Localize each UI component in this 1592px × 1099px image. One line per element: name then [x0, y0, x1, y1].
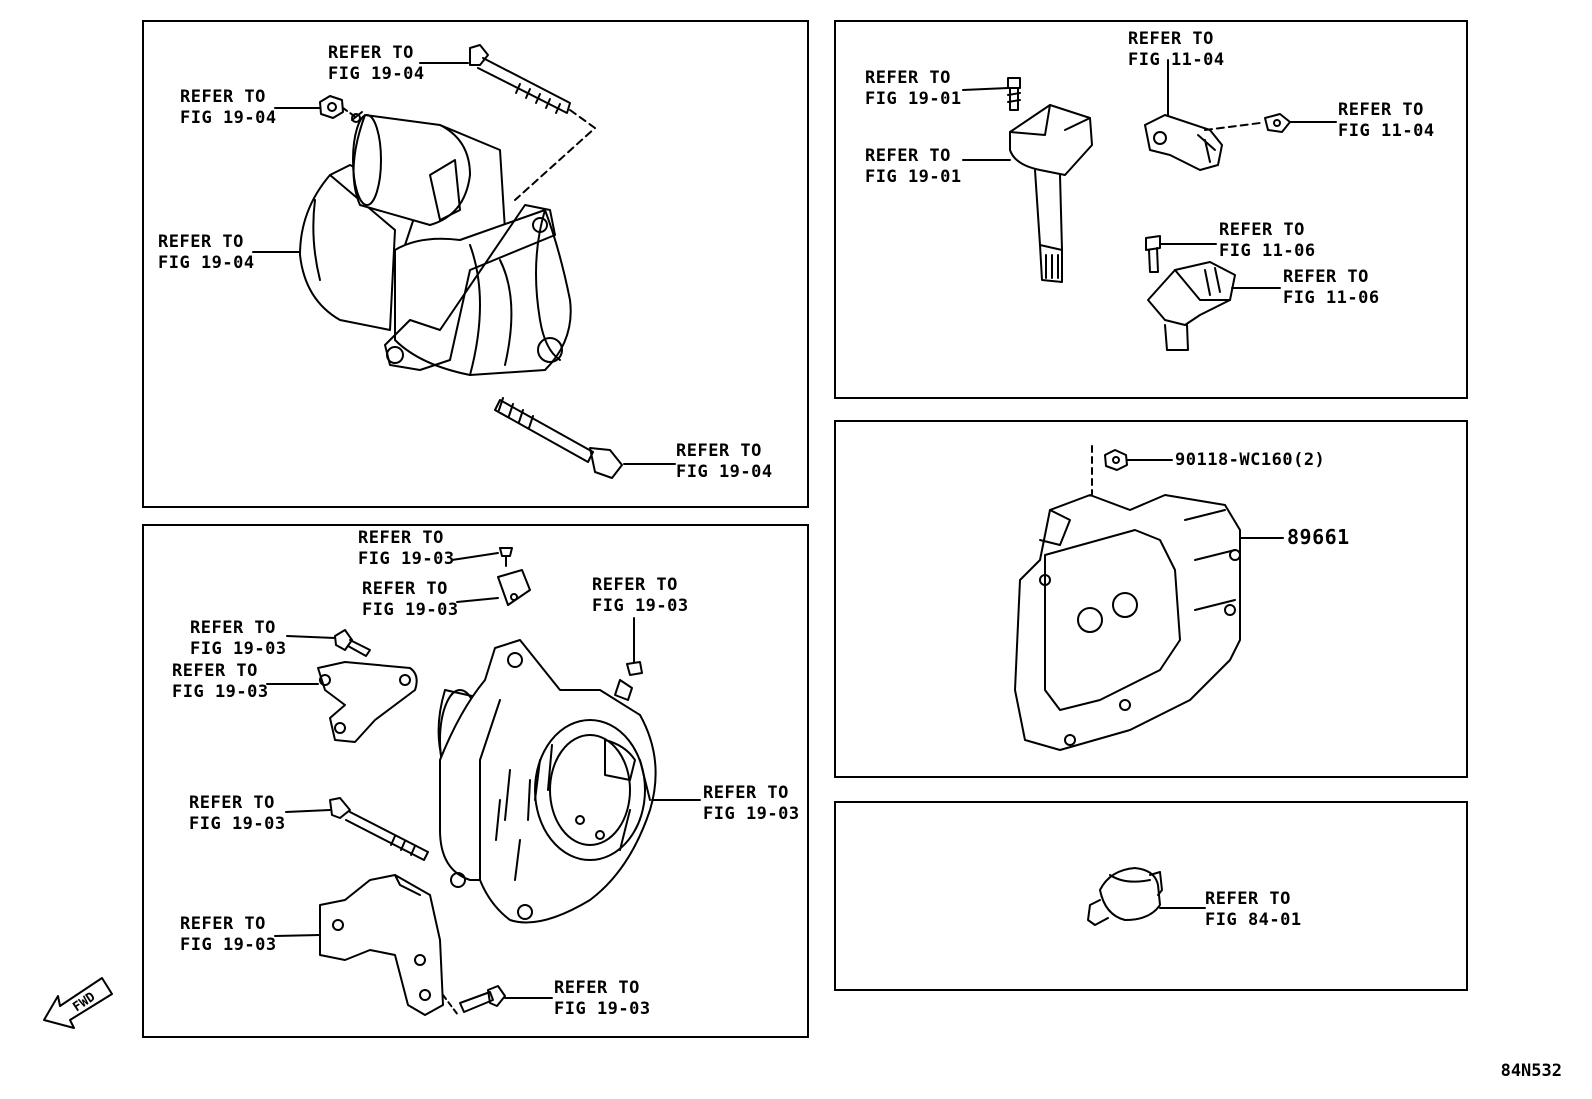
callout-line1: REFER TO: [592, 575, 678, 595]
ecu-panel: [834, 420, 1468, 778]
callout-line2: FIG 11-04: [1128, 50, 1225, 70]
callout-starter-motor: REFER TO FIG 19-04: [158, 232, 255, 274]
callout-coil: REFER TO FIG 19-01: [865, 146, 962, 188]
callout-line1: REFER TO: [190, 618, 276, 638]
callout-line1: REFER TO: [865, 146, 951, 166]
callout-line1: REFER TO: [554, 978, 640, 998]
callout-line2: FIG 19-04: [180, 108, 277, 128]
callout-line2: FIG 11-04: [1338, 121, 1435, 141]
callout-oil-switch: REFER TO FIG 84-01: [1205, 889, 1302, 931]
callout-line2: FIG 84-01: [1205, 910, 1302, 930]
callout-line1: REFER TO: [180, 87, 266, 107]
callout-line2: FIG 19-03: [172, 682, 269, 702]
callout-line2: FIG 19-04: [158, 253, 255, 273]
callout-line1: REFER TO: [1338, 100, 1424, 120]
callout-line1: REFER TO: [362, 579, 448, 599]
callout-line1: REFER TO: [1128, 29, 1214, 49]
callout-line2: FIG 19-03: [362, 600, 459, 620]
part-number-ecu[interactable]: 89661: [1287, 525, 1350, 549]
fwd-arrow: FWD: [40, 968, 118, 1030]
callout-line1: REFER TO: [865, 68, 951, 88]
callout-alt-plate: REFER TO FIG 19-03: [362, 579, 459, 621]
callout-line1: REFER TO: [189, 793, 275, 813]
callout-line1: REFER TO: [158, 232, 244, 252]
ignition-panel: [834, 20, 1468, 399]
callout-alt-lower-bolt: REFER TO FIG 19-03: [554, 978, 651, 1020]
callout-line2: FIG 19-03: [703, 804, 800, 824]
callout-line1: REFER TO: [676, 441, 762, 461]
callout-cam-sensor: REFER TO FIG 11-04: [1128, 29, 1225, 71]
alternator-panel: [142, 524, 809, 1038]
callout-coil-bolt: REFER TO FIG 19-01: [865, 68, 962, 110]
callout-line2: FIG 19-01: [865, 167, 962, 187]
callout-alt-bracket-bolt: REFER TO FIG 19-03: [190, 618, 287, 660]
callout-line2: FIG 19-01: [865, 89, 962, 109]
callout-alt-bracket: REFER TO FIG 19-03: [172, 661, 269, 703]
callout-crank-sensor: REFER TO FIG 11-06: [1283, 267, 1380, 309]
callout-line2: FIG 11-06: [1283, 288, 1380, 308]
callout-line2: FIG 19-04: [676, 462, 773, 482]
callout-line1: REFER TO: [358, 528, 444, 548]
callout-cam-bolt: REFER TO FIG 11-04: [1338, 100, 1435, 142]
callout-line2: FIG 19-03: [554, 999, 651, 1019]
callout-starter-nut: REFER TO FIG 19-04: [180, 87, 277, 129]
fwd-arrow-icon: FWD: [43, 977, 113, 1029]
callout-crank-bolt: REFER TO FIG 11-06: [1219, 220, 1316, 262]
callout-line1: REFER TO: [1205, 889, 1291, 909]
callout-line2: FIG 19-03: [190, 639, 287, 659]
callout-line2: FIG 19-03: [592, 596, 689, 616]
callout-alt-long-bolt: REFER TO FIG 19-03: [189, 793, 286, 835]
callout-line2: FIG 19-03: [358, 549, 455, 569]
callout-line1: REFER TO: [328, 43, 414, 63]
callout-line1: REFER TO: [172, 661, 258, 681]
callout-line2: FIG 19-03: [180, 935, 277, 955]
callout-line2: FIG 11-06: [1219, 241, 1316, 261]
callout-starter-bolt-bottom: REFER TO FIG 19-04: [676, 441, 773, 483]
callout-line1: REFER TO: [180, 914, 266, 934]
part-number-nut[interactable]: 90118-WC160(2): [1175, 450, 1326, 470]
oil-switch-panel: [834, 801, 1468, 991]
callout-line1: REFER TO: [1219, 220, 1305, 240]
callout-line1: REFER TO: [1283, 267, 1369, 287]
callout-alt-lower-bracket: REFER TO FIG 19-03: [180, 914, 277, 956]
callout-line2: FIG 19-03: [189, 814, 286, 834]
callout-alt-small-bolt: REFER TO FIG 19-03: [358, 528, 455, 570]
callout-starter-bolt-top: REFER TO FIG 19-04: [328, 43, 425, 85]
callout-line2: FIG 19-04: [328, 64, 425, 84]
callout-alt-terminal: REFER TO FIG 19-03: [592, 575, 689, 617]
callout-alt-unit: REFER TO FIG 19-03: [703, 783, 800, 825]
callout-line1: REFER TO: [703, 783, 789, 803]
diagram-code: 84N532: [1500, 1061, 1562, 1081]
